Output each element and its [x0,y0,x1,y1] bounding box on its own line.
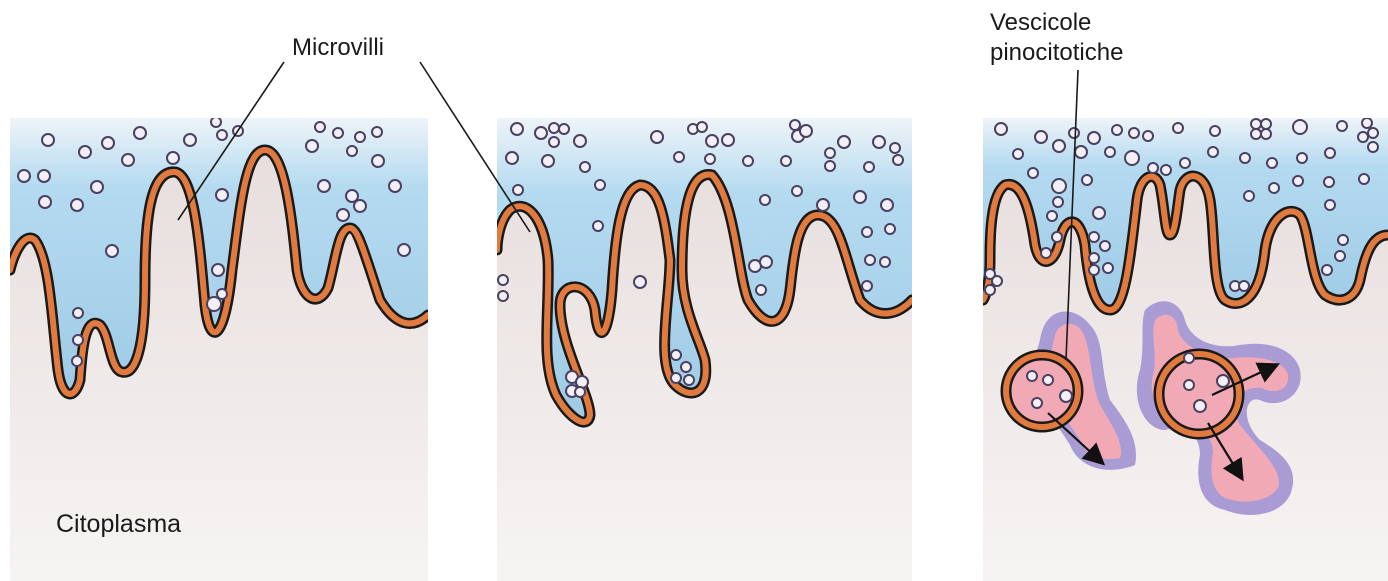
microvilli-label: Microvilli [292,34,384,62]
pinocytotic-vesicle-right [1159,354,1239,434]
pinocytotic-vesicles-label-line2: pinocitotiche [990,38,1123,68]
cytoplasm-label: Citoplasma [56,510,181,539]
pinocytotic-vesicles-label-line1: Vescicole [990,8,1123,38]
pinocytotic-vesicles-label: Vescicole pinocitotiche [990,8,1123,68]
panel-2 [497,118,912,581]
panel-3 [983,118,1388,581]
